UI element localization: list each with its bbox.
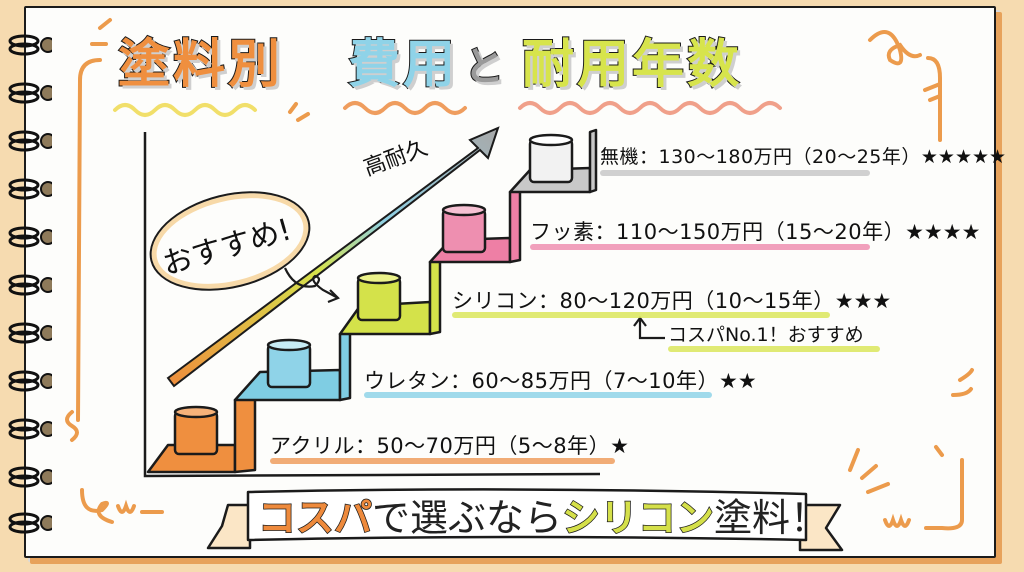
label-silicone: シリコン：80～120万円（10～15年）★★★ bbox=[452, 285, 891, 315]
label-inorganic: 無機：130～180万円（20～25年）★★★★★ bbox=[600, 142, 1006, 169]
label-acrylic: アクリル：50～70万円（5～8年）★ bbox=[270, 430, 629, 460]
paint-can-blue bbox=[266, 338, 312, 389]
star-rating: ★★★★★ bbox=[920, 146, 1007, 168]
highlight-recommend bbox=[668, 346, 880, 352]
star-rating: ★★ bbox=[719, 369, 757, 393]
title-part-2: 費用 bbox=[347, 34, 459, 96]
banner-end: 塗料！ bbox=[714, 496, 829, 540]
star-rating: ★ bbox=[610, 434, 629, 458]
label-acrylic-text: アクリル：50～70万円（5～8年） bbox=[270, 434, 611, 458]
paint-can-orange bbox=[173, 405, 219, 456]
label-fluorine-text: フッ素：110～150万円（15～20年） bbox=[530, 220, 906, 244]
ring-icon bbox=[8, 34, 52, 56]
ring-icon bbox=[8, 130, 52, 152]
label-urethane: ウレタン：60～85万円（7～10年）★★ bbox=[364, 365, 757, 395]
ring-icon bbox=[8, 370, 52, 392]
star-rating: ★★★★ bbox=[905, 220, 981, 244]
ring-icon bbox=[8, 178, 52, 200]
ring-icon bbox=[8, 418, 52, 440]
banner-silicone: シリコン bbox=[561, 495, 715, 541]
paint-can-lime bbox=[356, 271, 402, 322]
highlight-fluorine bbox=[530, 244, 870, 250]
banner-cospa: コスパ bbox=[257, 495, 373, 541]
frame-doodle-left bbox=[76, 58, 102, 422]
recommend-note: コスパNo.1！おすすめ bbox=[668, 324, 864, 346]
ring-icon bbox=[8, 274, 52, 296]
label-urethane-text: ウレタン：60～85万円（7～10年） bbox=[364, 369, 720, 393]
ring-icon bbox=[8, 82, 52, 104]
label-inorganic-text: 無機：130～180万円（20～25年） bbox=[600, 146, 921, 168]
title-part-1: 塗料別 bbox=[117, 34, 284, 96]
ring-icon bbox=[8, 226, 52, 248]
highlight-silicone bbox=[452, 312, 830, 318]
banner-mid: で選ぶなら bbox=[372, 496, 563, 540]
ring-icon bbox=[8, 512, 52, 534]
star-rating: ★★★ bbox=[834, 289, 892, 313]
title-part-3: 耐用年数 bbox=[521, 34, 743, 96]
paint-can-pink bbox=[441, 203, 487, 254]
banner-text: コスパで選ぶならシリコン塗料！ bbox=[257, 487, 829, 542]
title-connector: と bbox=[463, 43, 507, 91]
label-fluorine: フッ素：110～150万円（15～20年）★★★★ bbox=[530, 216, 980, 246]
ring-icon bbox=[8, 466, 52, 488]
highlight-urethane bbox=[364, 392, 712, 398]
label-silicone-text: シリコン：80～120万円（10～15年） bbox=[452, 289, 835, 313]
paint-can-silver bbox=[528, 133, 574, 184]
ring-icon bbox=[8, 322, 52, 344]
highlight-acrylic bbox=[270, 458, 615, 464]
highlight-inorganic bbox=[600, 170, 870, 176]
